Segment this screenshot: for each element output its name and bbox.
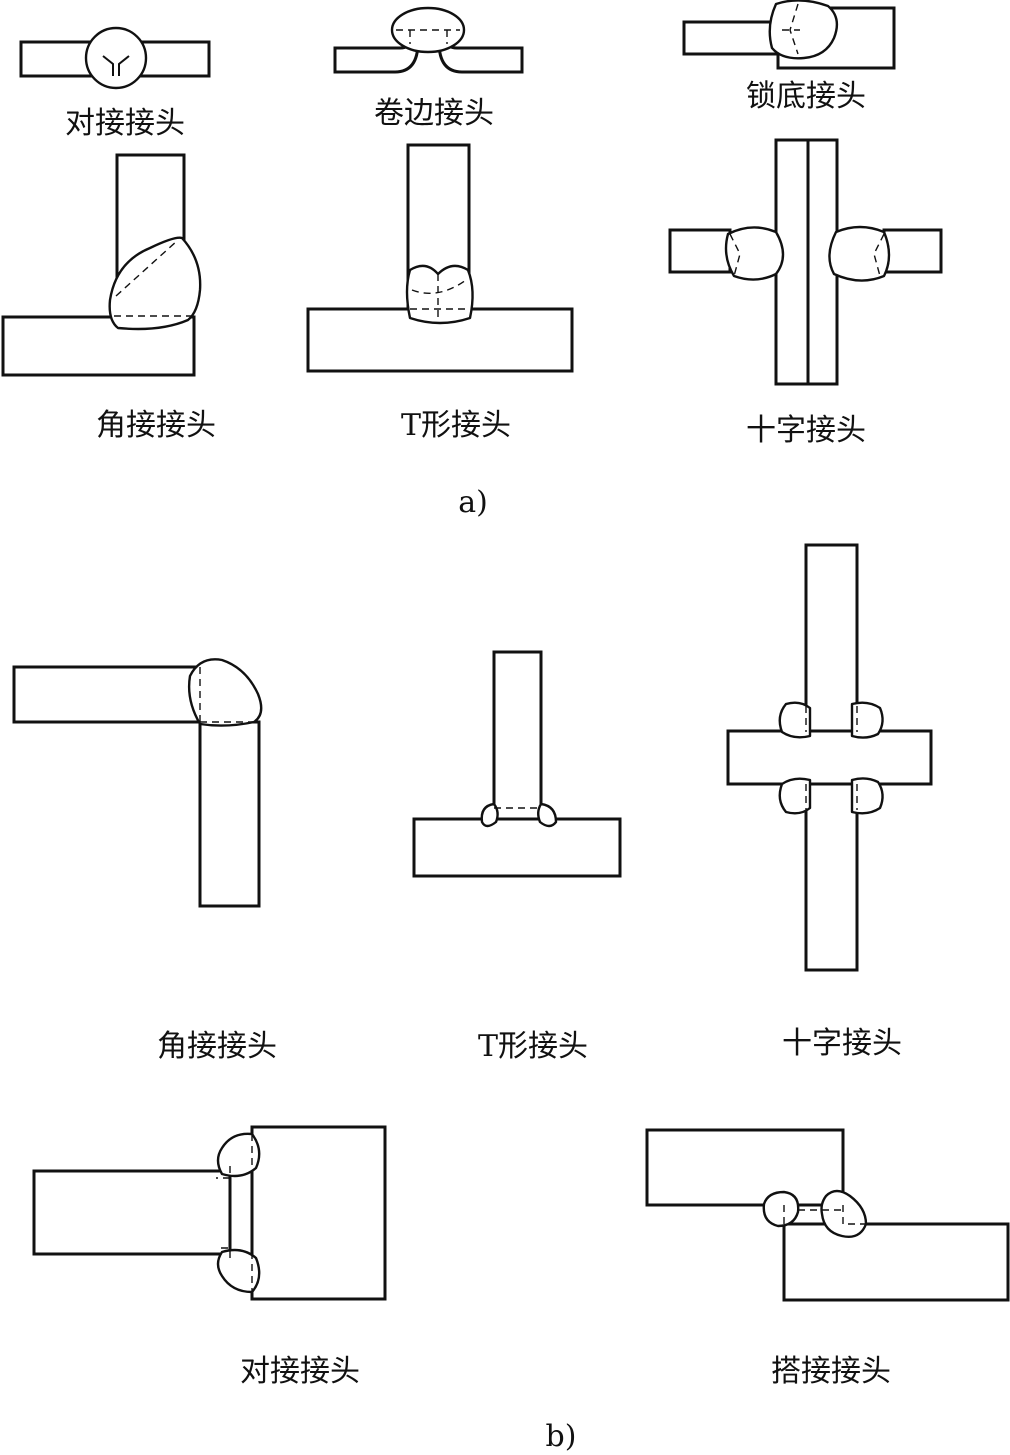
b-butt-joint-label: 对接接头 <box>240 1354 360 1389</box>
b-corner-joint-label: 角接接头 <box>157 1029 277 1064</box>
a-t-joint-label: T形接头 <box>401 408 511 443</box>
b-lap-joint-label: 搭接接头 <box>771 1354 891 1389</box>
a-flange-joint-figure <box>333 6 524 74</box>
b-corner-joint-figure <box>12 658 263 908</box>
b-lap-joint-figure <box>645 1128 1010 1302</box>
a-corner-joint-label: 角接接头 <box>96 408 216 443</box>
a-locked-joint-label: 锁底接头 <box>746 79 866 114</box>
a-butt-joint-label: 对接接头 <box>65 106 185 141</box>
a-t-joint-figure <box>306 143 574 373</box>
b-cross-joint-label: 十字接头 <box>782 1026 902 1061</box>
b-cross-joint-figure <box>726 543 933 972</box>
a-butt-joint-figure <box>19 26 211 90</box>
a-cross-joint-figure <box>668 138 943 386</box>
a-flange-joint-label: 卷边接头 <box>374 96 494 131</box>
b-t-joint-label: T形接头 <box>478 1029 588 1064</box>
a-locked-joint-figure <box>682 0 896 70</box>
a-cross-joint-label: 十字接头 <box>746 413 866 448</box>
b-t-joint-figure <box>412 650 622 878</box>
part-a-label: a) <box>458 485 488 520</box>
a-corner-joint-figure <box>1 153 202 377</box>
part-b-label: b) <box>546 1419 577 1454</box>
b-butt-joint-figure <box>32 1125 387 1301</box>
